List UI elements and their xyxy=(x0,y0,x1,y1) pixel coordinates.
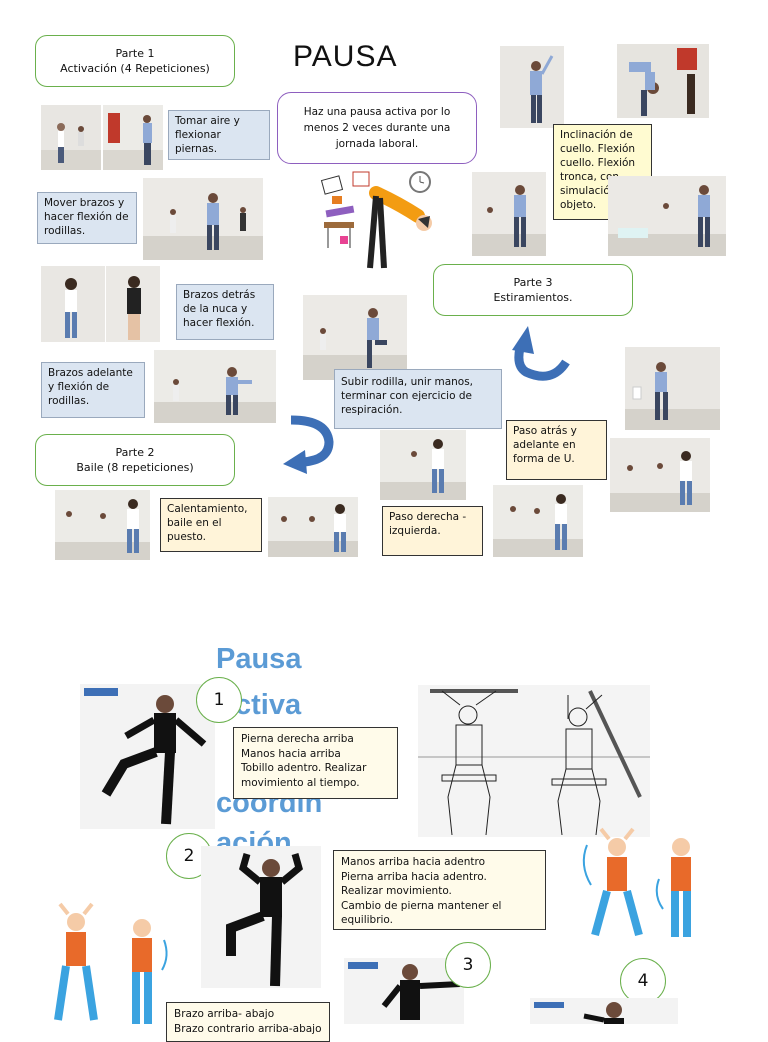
note-warmup: Calentamiento, baile en el puesto. xyxy=(160,498,262,552)
intro-text: Haz una pausa activa por lo menos 2 vece… xyxy=(303,106,451,150)
part2-label: Parte 2 Baile (8 repeticiones) xyxy=(35,434,235,486)
photo-knee-up xyxy=(303,295,407,380)
step1-line: movimiento al tiempo. xyxy=(241,776,360,789)
part1-title: Parte 1 xyxy=(115,47,155,60)
note-u-step: Paso atrás y adelante en forma de U. xyxy=(506,420,607,480)
note-u-step-text: Paso atrás y adelante en forma de U. xyxy=(513,425,577,465)
step2-line: Manos arriba hacia adentro xyxy=(341,856,486,868)
photo-side-step-2 xyxy=(493,485,583,557)
note-nape-text: Brazos detrás de la nuca y hacer flexión… xyxy=(183,289,256,329)
photo-nape-2 xyxy=(106,266,160,342)
step2-line: Cambio de pierna mantener el equilibrio. xyxy=(341,899,502,927)
photo-neck-3 xyxy=(472,172,546,256)
cartoon-women-left xyxy=(42,900,172,1024)
photo-step4-man xyxy=(530,998,678,1024)
part3-label: Parte 3 Estiramientos. xyxy=(433,264,633,316)
photo-warmup-2 xyxy=(268,497,358,557)
step-number-badge: 3 xyxy=(445,942,491,988)
bottom-arm-line: Brazo arriba- abajo xyxy=(174,1008,275,1020)
step-number: 3 xyxy=(462,955,474,975)
part3-subtitle: Estiramientos. xyxy=(493,291,573,304)
step1-line: Tobillo adentro. Realizar xyxy=(241,762,367,774)
step1-instructions: Pierna derecha arriba Manos hacia arriba… xyxy=(233,727,398,799)
photo-warmup-1 xyxy=(55,490,150,560)
page-title: PAUSA xyxy=(293,40,398,73)
curved-arrow-icon xyxy=(512,322,572,384)
step-number: 2 xyxy=(183,846,195,866)
note-arms-knees: Mover brazos y hacer flexión de rodillas… xyxy=(37,192,137,244)
chair-stretch-illustration xyxy=(418,685,650,837)
step1-line: Manos hacia arriba xyxy=(241,747,341,760)
intro-bubble: Haz una pausa activa por lo menos 2 vece… xyxy=(277,92,477,164)
note-side-step: Paso derecha - izquierda. xyxy=(382,506,483,556)
photo-u-step-1 xyxy=(625,347,720,430)
part1-subtitle: Activación (4 Repeticiones) xyxy=(60,62,210,75)
section2-title-line: ctiva xyxy=(235,689,302,721)
note-warmup-text: Calentamiento, baile en el puesto. xyxy=(167,503,248,543)
note-knee-up-text: Subir rodilla, unir manos, terminar con … xyxy=(341,376,474,416)
bending-worker-illustration xyxy=(318,168,453,273)
step-number: 4 xyxy=(637,971,649,991)
photo-step1-man xyxy=(80,684,215,829)
note-breathe-text: Tomar aire y flexionar piernas. xyxy=(175,115,240,155)
photo-breathe-2 xyxy=(103,105,163,170)
part3-title: Parte 3 xyxy=(513,276,553,289)
note-knee-up: Subir rodilla, unir manos, terminar con … xyxy=(334,369,502,429)
photo-side-step-1 xyxy=(380,430,466,500)
step2-line: Realizar movimiento. xyxy=(341,885,452,897)
cartoon-women-right xyxy=(575,825,705,955)
photo-neck-4 xyxy=(608,176,726,256)
note-neck: Inclinación de cuello. Flexión cuello. F… xyxy=(553,124,652,220)
part2-subtitle: Baile (8 repeticiones) xyxy=(76,461,194,474)
photo-step3-man xyxy=(344,958,464,1024)
photo-breathe-1 xyxy=(41,105,101,170)
step-number: 1 xyxy=(213,690,225,710)
photo-arms-forward xyxy=(154,350,276,423)
photo-step2-man xyxy=(201,846,321,988)
photo-neck-1 xyxy=(500,46,564,128)
part1-label: Parte 1 Activación (4 Repeticiones) xyxy=(35,35,235,87)
step2-line: Pierna arriba hacia adentro. xyxy=(341,870,487,883)
note-neck-text: Inclinación de cuello. Flexión cuello. F… xyxy=(560,129,636,211)
note-nape: Brazos detrás de la nuca y hacer flexión… xyxy=(176,284,274,340)
curved-arrow-icon xyxy=(281,414,337,474)
photo-neck-2 xyxy=(617,44,709,118)
bottom-arm-note: Brazo arriba- abajo Brazo contrario arri… xyxy=(166,1002,330,1042)
step2-instructions: Manos arriba hacia adentro Pierna arriba… xyxy=(333,850,546,930)
section2-title-line: Pausa xyxy=(216,643,302,675)
note-breathe: Tomar aire y flexionar piernas. xyxy=(168,110,270,160)
photo-arms-knees xyxy=(143,178,263,260)
step1-line: Pierna derecha arriba xyxy=(241,733,354,745)
note-side-step-text: Paso derecha - izquierda. xyxy=(389,511,467,537)
note-arms-forward-text: Brazos adelante y flexión de rodillas. xyxy=(48,367,133,407)
part2-title: Parte 2 xyxy=(115,446,155,459)
step-number-badge: 1 xyxy=(196,677,242,723)
photo-nape-1 xyxy=(41,266,105,342)
note-arms-forward: Brazos adelante y flexión de rodillas. xyxy=(41,362,145,418)
note-arms-knees-text: Mover brazos y hacer flexión de rodillas… xyxy=(44,197,129,237)
photo-u-step-2 xyxy=(610,438,710,512)
